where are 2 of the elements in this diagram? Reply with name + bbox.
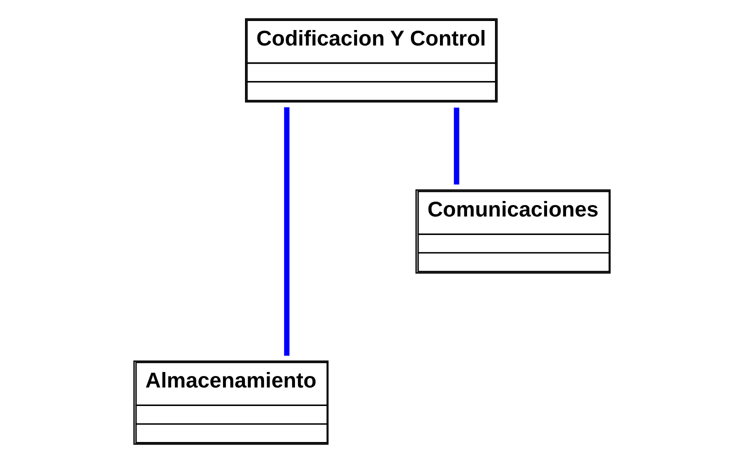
connector (284, 107, 290, 356)
connector (454, 108, 460, 184)
